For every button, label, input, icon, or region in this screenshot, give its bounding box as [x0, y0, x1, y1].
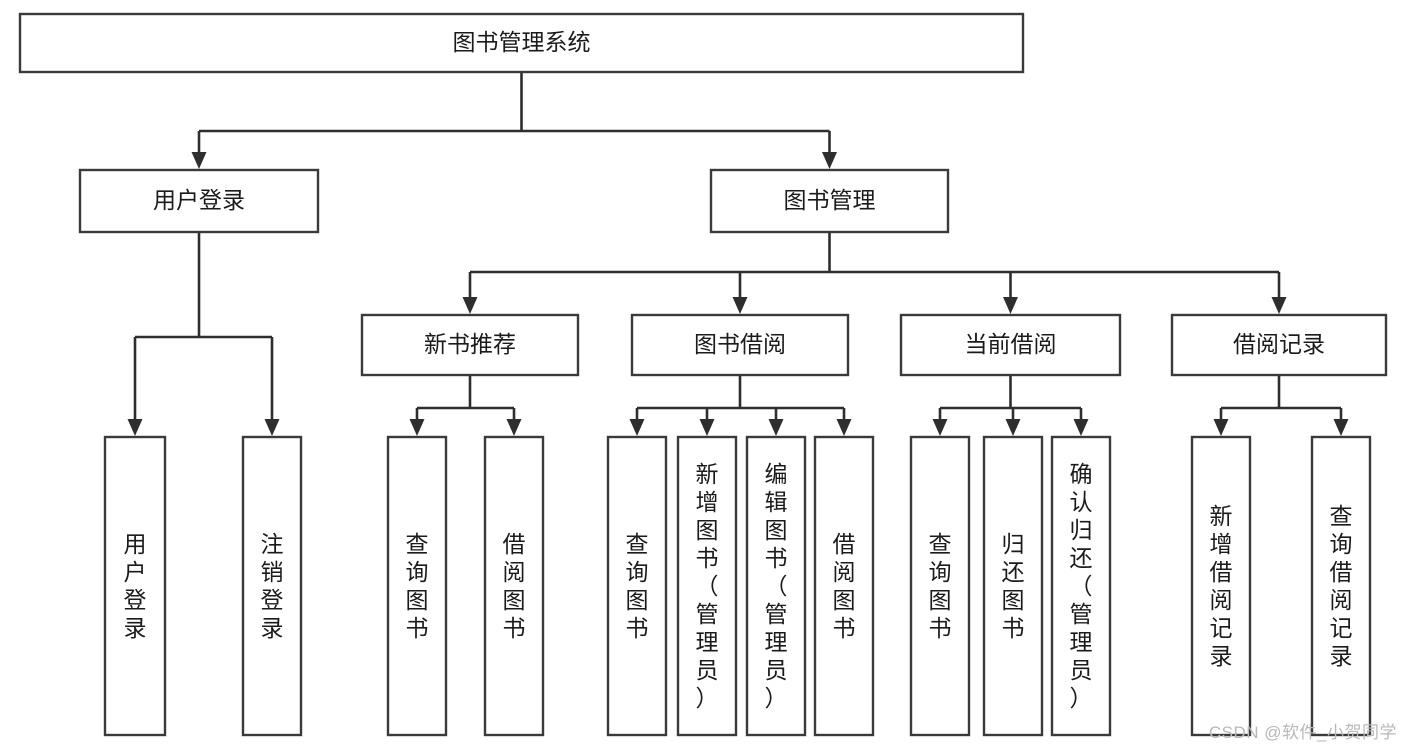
arrow-head-icon: [191, 152, 207, 169]
node-layer: 图书管理系统用户登录图书管理新书推荐图书借阅当前借阅借阅记录用户登录注销登录查询…: [18, 12, 1388, 737]
node-leaf-query-record[interactable]: 查询借阅记录: [1310, 435, 1372, 737]
node-box-leaf-add-record: [1190, 435, 1252, 737]
node-label-leaf-query-book-rec: 查询图书: [406, 531, 429, 641]
node-box-leaf-return-book: [982, 435, 1044, 737]
node-root[interactable]: 图书管理系统: [18, 12, 1025, 74]
node-label-current-borrow: 当前借阅: [965, 331, 1057, 357]
node-leaf-confirm-return[interactable]: 确认归还（管理员）: [1050, 435, 1112, 737]
node-leaf-add-book[interactable]: 新增图书（管理员）: [676, 435, 738, 737]
node-label-root: 图书管理系统: [453, 29, 591, 55]
arrow-head-icon: [127, 419, 143, 436]
node-label-leaf-borrow-book-rec: 借阅图书: [503, 531, 526, 641]
node-box-leaf-query-book-rec: [386, 435, 448, 737]
node-leaf-logout[interactable]: 注销登录: [241, 435, 303, 737]
node-box-leaf-query-book-c: [909, 435, 971, 737]
node-label-leaf-user-login: 用户登录: [124, 531, 147, 641]
arrow-head-icon: [732, 297, 748, 314]
arrow-head-icon: [1005, 419, 1021, 436]
node-label-leaf-edit-book: 编辑图书（管理员）: [765, 461, 788, 711]
node-current-borrow[interactable]: 当前借阅: [899, 313, 1122, 377]
arrow-head-icon: [1073, 419, 1089, 436]
node-label-book-borrow: 图书借阅: [694, 331, 786, 357]
node-label-leaf-add-record: 新增借阅记录: [1210, 503, 1233, 669]
node-label-new-book-recommend: 新书推荐: [424, 331, 516, 357]
node-label-leaf-query-book-c: 查询图书: [929, 531, 952, 641]
node-leaf-return-book[interactable]: 归还图书: [982, 435, 1044, 737]
node-borrow-record[interactable]: 借阅记录: [1170, 313, 1388, 377]
arrow-head-icon: [699, 419, 715, 436]
node-box-borrow-record: [1170, 313, 1388, 377]
node-box-leaf-query-book-b: [606, 435, 668, 737]
node-label-leaf-logout: 注销登录: [261, 531, 284, 641]
edges-from-new-book-recommend: [409, 375, 522, 436]
arrow-head-icon: [1213, 419, 1229, 436]
edges-from-user-login: [127, 232, 280, 436]
node-label-user-login: 用户登录: [153, 187, 245, 213]
arrow-head-icon: [1271, 297, 1287, 314]
node-box-book-manage: [709, 168, 950, 234]
node-new-book-recommend[interactable]: 新书推荐: [360, 313, 580, 377]
node-box-leaf-borrow-book-b: [813, 435, 875, 737]
arrow-head-icon: [506, 419, 522, 436]
node-user-login[interactable]: 用户登录: [78, 168, 320, 234]
node-leaf-edit-book[interactable]: 编辑图书（管理员）: [745, 435, 807, 737]
arrow-head-icon: [1003, 297, 1018, 314]
arrow-head-icon: [836, 419, 852, 436]
node-box-leaf-query-record: [1310, 435, 1372, 737]
node-label-book-manage: 图书管理: [784, 187, 876, 213]
node-label-borrow-record: 借阅记录: [1233, 331, 1325, 357]
node-leaf-borrow-book-rec[interactable]: 借阅图书: [483, 435, 545, 737]
node-label-leaf-borrow-book-b: 借阅图书: [833, 531, 856, 641]
node-box-leaf-add-book: [676, 435, 738, 737]
arrow-head-icon: [409, 419, 425, 436]
edges-from-book-borrow: [629, 375, 852, 436]
node-book-manage[interactable]: 图书管理: [709, 168, 950, 234]
arrow-head-icon: [932, 419, 948, 436]
node-leaf-borrow-book-b[interactable]: 借阅图书: [813, 435, 875, 737]
node-leaf-query-book-rec[interactable]: 查询图书: [386, 435, 448, 737]
node-leaf-query-book-b[interactable]: 查询图书: [606, 435, 668, 737]
node-box-root: [18, 12, 1025, 74]
node-box-leaf-confirm-return: [1050, 435, 1112, 737]
arrow-head-icon: [264, 419, 280, 436]
node-label-leaf-confirm-return: 确认归还（管理员）: [1070, 461, 1093, 711]
node-book-borrow[interactable]: 图书借阅: [630, 313, 850, 377]
arrow-head-icon: [462, 297, 478, 314]
arrow-head-icon: [1333, 419, 1349, 436]
node-label-leaf-query-record: 查询借阅记录: [1330, 503, 1353, 669]
arrow-head-icon: [822, 152, 837, 169]
node-label-leaf-add-book: 新增图书（管理员）: [696, 461, 719, 711]
node-box-book-borrow: [630, 313, 850, 377]
node-box-current-borrow: [899, 313, 1122, 377]
edges-from-current-borrow: [932, 375, 1089, 436]
node-box-user-login: [78, 168, 320, 234]
node-box-leaf-edit-book: [745, 435, 807, 737]
node-label-leaf-query-book-b: 查询图书: [626, 531, 649, 641]
edges-from-root: [191, 72, 837, 169]
arrow-head-icon: [629, 419, 645, 436]
node-leaf-query-book-c[interactable]: 查询图书: [909, 435, 971, 737]
arrow-head-icon: [768, 419, 784, 436]
edges-from-borrow-record: [1213, 375, 1349, 436]
node-leaf-user-login[interactable]: 用户登录: [103, 435, 167, 737]
edges-from-book-manage: [462, 232, 1287, 314]
node-box-leaf-logout: [241, 435, 303, 737]
node-label-leaf-return-book: 归还图书: [1002, 531, 1025, 641]
connector-layer: [127, 72, 1349, 436]
node-box-new-book-recommend: [360, 313, 580, 377]
node-leaf-add-record[interactable]: 新增借阅记录: [1190, 435, 1252, 737]
node-box-leaf-user-login: [103, 435, 167, 737]
node-box-leaf-borrow-book-rec: [483, 435, 545, 737]
